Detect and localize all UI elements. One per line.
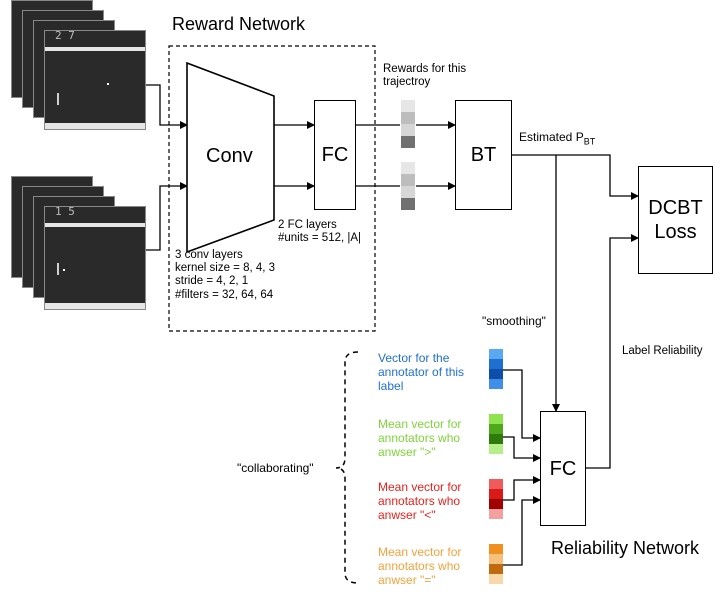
score-display: 2 7 — [55, 29, 75, 42]
bt-box: BT — [455, 100, 512, 210]
vector-cell — [489, 564, 503, 574]
vector-cell — [489, 489, 503, 499]
vector-cell — [489, 479, 503, 489]
conv-trapezoid — [186, 61, 275, 254]
mean-vector-equal — [489, 544, 503, 584]
vector-cell — [401, 124, 415, 136]
mean-vector-less — [489, 479, 503, 519]
loss-label: Loss — [654, 221, 697, 243]
vector-cell — [401, 112, 415, 124]
conv-label: Conv — [206, 145, 253, 167]
vector-cell — [489, 574, 503, 584]
reliability-fc-label: FC — [549, 457, 577, 480]
vector-cell — [401, 198, 415, 210]
vector-cell — [489, 434, 503, 444]
vector-cell — [489, 349, 503, 359]
reward-vector-top — [401, 100, 415, 148]
game-frame — [44, 206, 146, 310]
dcbt-label: DCBT — [648, 197, 703, 219]
fc-info: 2 FC layers #units = 512, |A| — [278, 219, 362, 245]
vector-cell — [401, 136, 415, 148]
vector-cell — [489, 424, 503, 434]
rewards-label: Rewards for this trajectroy — [383, 63, 467, 89]
collaborating-brace — [335, 351, 359, 584]
annotator-vector — [489, 349, 503, 389]
vector-cell — [489, 379, 503, 389]
vector-cell — [489, 509, 503, 519]
score-display: 1 5 — [55, 205, 75, 218]
conv-info: 3 conv layers kernel size = 8, 4, 3 stri… — [175, 249, 276, 301]
reliability-fc-box: FC — [540, 411, 586, 526]
bt-label: BT — [470, 144, 497, 166]
vector-cell — [401, 186, 415, 198]
reward-vector-bottom — [401, 162, 415, 210]
smoothing-label: "smoothing" — [482, 314, 546, 328]
vector-cell — [489, 444, 503, 454]
dcbt-loss-box: DCBT Loss — [638, 166, 713, 274]
reward-network-title: Reward Network — [172, 14, 306, 34]
estimated-pbt-label: Estimated PBT — [519, 130, 596, 147]
label-reliability-label: Label Reliability — [622, 345, 703, 357]
game-frame — [44, 30, 146, 130]
vector-cell — [401, 174, 415, 186]
vector-cell — [489, 414, 503, 424]
vector-cell — [489, 369, 503, 379]
vector-cell — [489, 554, 503, 564]
reliability-network-title: Reliability Network — [551, 538, 700, 558]
fc-box: FC — [314, 100, 356, 210]
collaborating-label: "collaborating" — [237, 461, 314, 475]
vector-cell — [401, 162, 415, 174]
mean-vector-greater — [489, 414, 503, 454]
fc-label: FC — [321, 144, 349, 166]
vector-cell — [489, 359, 503, 369]
vector-cell — [401, 100, 415, 112]
vector-cell — [489, 544, 503, 554]
vector-cell — [489, 499, 503, 509]
